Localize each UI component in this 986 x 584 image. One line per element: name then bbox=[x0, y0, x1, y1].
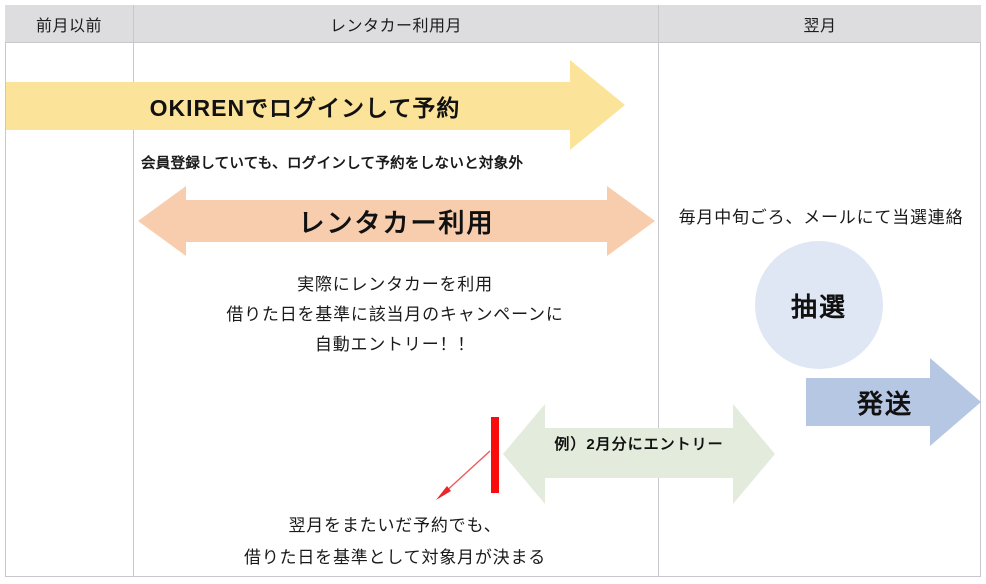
login-requirement-note: 会員登録していても、ログインして予約をしないと対象外 bbox=[141, 156, 524, 172]
column-header-rental-month: レンタカー利用月 bbox=[133, 5, 658, 43]
rental-note-line-2: 借りた日を基準に該当月のキャンペーンに bbox=[226, 305, 564, 324]
rental-note-line-1: 実際にレンタカーを利用 bbox=[297, 275, 493, 294]
column-header-previous-months: 前月以前 bbox=[35, 18, 102, 35]
rental-notes-block: 実際にレンタカーを利用 借りた日を基準に該当月のキャンペーンに 自動エントリー！… bbox=[135, 270, 655, 360]
rental-note-line-3: 自動エントリー！！ bbox=[314, 335, 476, 354]
column-divider-1 bbox=[133, 43, 134, 577]
shipping-label: 発送 bbox=[856, 388, 913, 419]
winner-notification-text: 毎月中旬ごろ、メールにて当選連絡 bbox=[678, 208, 964, 227]
green-arrow-label: 例）2月分にエントリー bbox=[554, 435, 724, 453]
bottom-note-line-1: 翌月をまたいだ予約でも、 bbox=[288, 516, 502, 535]
table-header-row: 前月以前 レンタカー利用月 翌月 bbox=[5, 5, 981, 43]
winner-notification-note: 毎月中旬ごろ、メールにて当選連絡 bbox=[660, 203, 982, 228]
bottom-notes-block: 翌月をまたいだ予約でも、 借りた日を基準として対象月が決まる bbox=[135, 510, 655, 574]
orange-arrow-label: レンタカー利用 bbox=[298, 207, 495, 238]
yellow-arrow-label: OKIRENでログインして予約 bbox=[149, 95, 461, 121]
bottom-note-line-2: 借りた日を基準として対象月が決まる bbox=[243, 548, 547, 567]
lottery-label: 抽選 bbox=[790, 291, 847, 322]
column-header-next-month: 翌月 bbox=[658, 5, 981, 43]
column-divider-2 bbox=[658, 43, 659, 577]
